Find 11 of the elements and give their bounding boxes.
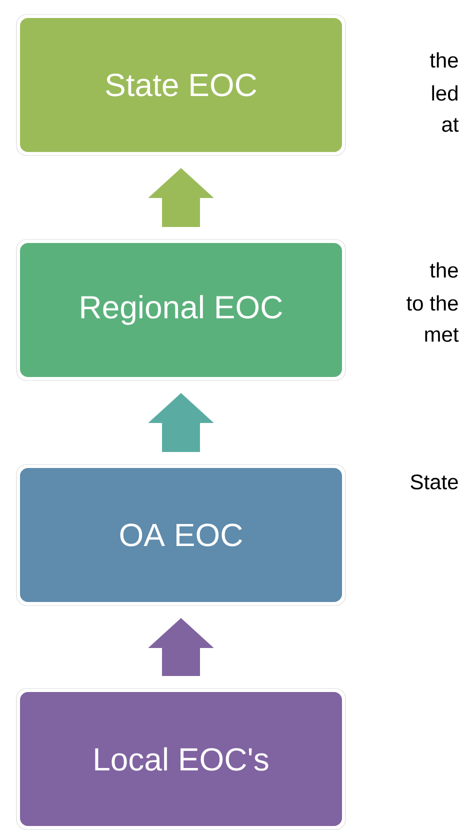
text-fragment: State: [410, 474, 458, 490]
process-box: OA EOC: [18, 466, 344, 604]
text-fragment: the: [430, 52, 458, 68]
text-fragment: led: [432, 85, 458, 101]
process-box: State EOC: [18, 16, 344, 154]
text-fragment: to the: [406, 295, 458, 311]
text-fragment: at: [442, 118, 459, 132]
process-box: Local EOC's: [18, 690, 344, 828]
text-fragment: met: [425, 328, 459, 342]
process-box: Regional EOC: [18, 241, 344, 379]
text-fragment: the: [430, 262, 458, 278]
